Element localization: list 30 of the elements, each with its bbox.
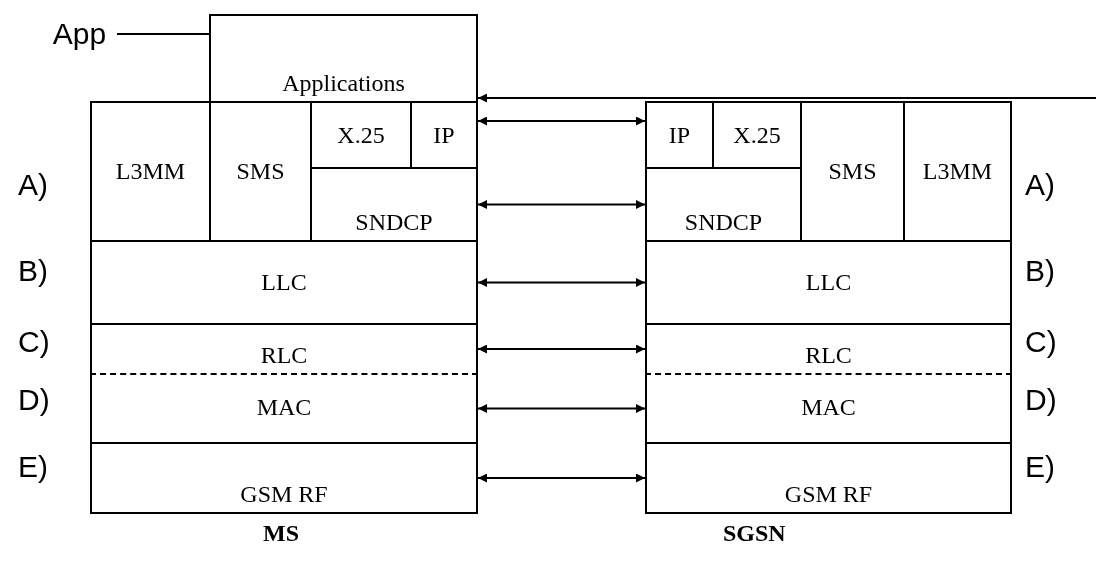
stack-caption: MS bbox=[263, 520, 299, 547]
arrow bbox=[477, 93, 1096, 103]
protocol-layer-box: L3MM bbox=[903, 101, 1012, 242]
protocol-layer-box: GSM RF bbox=[645, 442, 1012, 514]
double-arrow bbox=[477, 473, 646, 483]
double-arrow bbox=[477, 200, 646, 209]
protocol-layer-box: IP bbox=[645, 101, 714, 169]
layer-marker: A) bbox=[1025, 168, 1055, 202]
layer-marker: C) bbox=[1025, 325, 1057, 359]
protocol-layer-box: RLC bbox=[90, 323, 478, 375]
protocol-layer-box: LLC bbox=[645, 240, 1012, 325]
double-arrow bbox=[477, 404, 646, 413]
layer-marker: B) bbox=[18, 254, 48, 288]
double-arrow bbox=[477, 278, 646, 287]
layer-marker: C) bbox=[18, 325, 50, 359]
stack-caption: SGSN bbox=[723, 520, 786, 547]
protocol-layer-box: GSM RF bbox=[90, 442, 478, 514]
callout-text: App bbox=[42, 14, 117, 54]
protocol-layer-box: Applications bbox=[209, 14, 478, 103]
double-arrow bbox=[477, 116, 646, 126]
protocol-layer-box: L3MM bbox=[90, 101, 211, 242]
layer-marker: D) bbox=[18, 383, 50, 417]
protocol-layer-box: LLC bbox=[90, 240, 478, 325]
layer-marker: E) bbox=[18, 450, 48, 484]
layer-marker: E) bbox=[1025, 450, 1055, 484]
layer-marker: B) bbox=[1025, 254, 1055, 288]
double-arrow bbox=[477, 344, 646, 354]
layer-marker: D) bbox=[1025, 383, 1057, 417]
layer-marker: A) bbox=[18, 168, 48, 202]
protocol-layer-box: RLC bbox=[645, 323, 1012, 375]
